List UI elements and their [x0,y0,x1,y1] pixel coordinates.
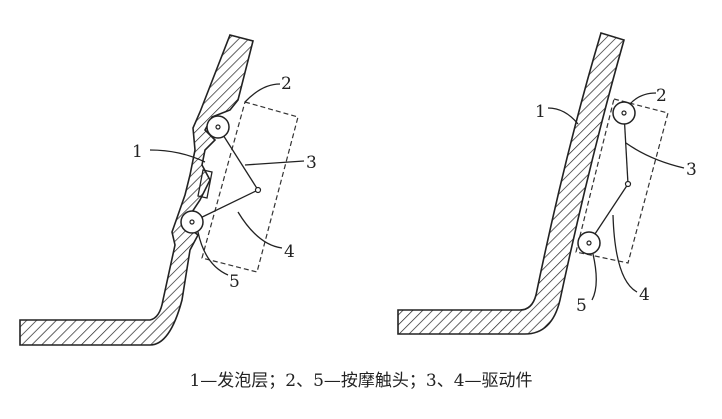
leader-3 [244,160,305,166]
label-5: 5 [576,296,587,316]
leader-4 [237,211,283,249]
label-1: 1 [132,142,143,162]
pivot-joint [624,180,632,188]
drive-link-4 [588,183,629,244]
label-4: 4 [639,285,650,305]
leader-1 [149,149,206,163]
massage-head-2-pin [621,110,627,116]
foam-recess [197,169,213,199]
leader-2 [244,83,281,103]
foam-layer-seat-body [19,34,254,346]
label-1: 1 [535,102,546,122]
label-5: 5 [229,272,240,292]
figure-right: 1 2 3 4 5 [397,32,697,335]
drive-housing-outline [575,98,669,264]
leader-4 [612,214,638,293]
leader-2 [629,92,657,105]
leader-3 [625,142,685,169]
label-2: 2 [281,74,292,94]
label-3: 3 [686,160,697,180]
label-3: 3 [306,153,317,173]
leader-5 [591,253,597,301]
drive-link-3 [217,126,259,191]
drive-link-4 [191,189,259,223]
massage-head-2-pin [215,124,221,130]
label-2: 2 [656,86,667,106]
massage-head-5-pin [189,219,195,225]
figure-left: 1 2 3 4 5 [19,34,317,346]
massage-head-5-pin [586,240,592,246]
foam-layer-seat-body [397,32,625,335]
figure-caption: 1—发泡层；2、5—按摩触头；3、4—驱动件 [189,371,533,391]
drive-link-3 [623,112,629,185]
leader-5 [197,231,229,276]
leader-1 [547,107,579,125]
label-4: 4 [284,242,295,262]
pivot-joint [254,186,262,194]
drive-housing-outline [201,101,299,273]
